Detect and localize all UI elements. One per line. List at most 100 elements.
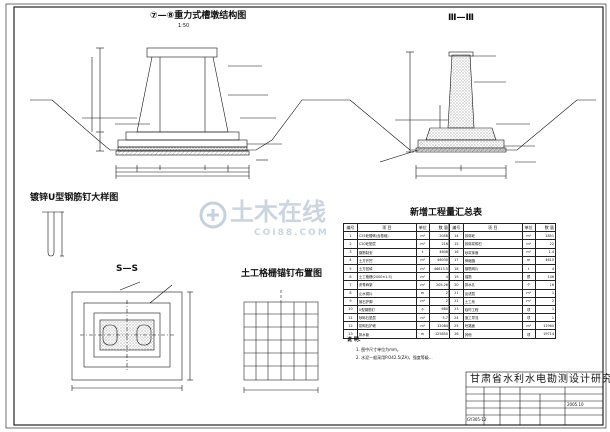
row-item: C25砼槽墩(含基础) [356,231,417,241]
row-unit: 根 [521,272,536,282]
row-qty: 16 [534,280,557,290]
header-qty: 数 量 [534,222,557,233]
note-item: 2. 水泥一般采用P.O42.5(ZA)，强度等级… [356,355,433,360]
row-qty: 680 [428,304,450,315]
row-qty: 4 [534,263,557,274]
row-qty: 2 [428,296,450,306]
header-unit: 单位 [415,222,430,233]
row-qty: 2 [534,296,557,306]
row-qty: 46030 [428,255,450,265]
row-item: 土工格栅(2000×1.5) [356,272,417,282]
row-number: 1 [343,231,358,241]
row-unit: m³ [521,288,536,298]
row-number: 6 [343,272,358,282]
row-qty: 4608 [428,247,450,257]
watermark-text: 土木在线 [230,198,326,226]
row-qty: 5.7 [428,313,450,323]
row-unit: m² [521,296,536,306]
row-qty: 22 [534,239,557,249]
row-qty: 4610 [534,255,557,265]
header-no: 编号 [343,222,358,233]
row-unit: m [415,329,430,339]
row-number: 8 [343,288,358,298]
outer-border [5,3,607,429]
row-qty: 216 [428,239,450,249]
row-unit: 个 [415,304,430,315]
row-number: 5 [343,263,358,274]
row-unit: 个 [521,280,536,290]
row-number: 9 [343,296,358,306]
row-unit: m² [521,247,536,257]
row-item: 浆砌石护坡 [356,321,417,331]
row-qty: 12084 [428,321,450,331]
row-unit: m³ [415,321,430,331]
row-item: 临时工程 [462,304,523,315]
header-no: 编号 [448,222,464,233]
row-qty: 19714 [534,329,557,339]
row-number: 3 [343,247,358,257]
row-qty: 205.26 [428,280,450,290]
section-ss-plan-drawing [71,281,193,391]
row-item: 砂浆抹面 [462,247,523,257]
row-number: 26 [448,329,464,339]
row-item: 土工布 [462,296,523,306]
row-unit: 项 [521,304,536,315]
row-qty: 125850 [428,329,450,339]
row-number: 17 [448,255,464,265]
institute-name: 甘肃省水利水电勘测设计研究院 [470,374,610,385]
row-item: 土方回填 [356,263,417,274]
row-item: 止水铜片 [356,288,417,298]
row-unit: m [415,288,430,298]
drawing-date: 2005.10 [567,402,584,407]
geogrid-nail-layout-drawing [243,290,319,393]
row-qty: 46613.5 [428,263,450,274]
row-number: 23 [448,304,464,315]
gravity-pier-elevation [30,47,330,179]
row-unit: m³ [415,239,430,249]
notes-heading: 说 明: [347,337,361,343]
note-item: 1. 图中尺寸单位为mm。 [356,347,401,352]
row-qty: 1 [534,313,557,323]
row-number: 4 [343,255,358,265]
row-qty: 4 [428,272,450,282]
row-item: 沥青麻絮 [356,280,417,290]
row-unit: m³ [521,231,536,241]
row-item: 施工导流 [462,313,523,323]
row-unit: t [415,247,430,257]
drawing-number: GY305-12 [467,417,487,422]
row-qty: 2 [428,288,450,298]
header-unit: 单位 [521,222,536,233]
row-qty: 1.4 [534,247,557,257]
rebar-detail-title: 镀锌U型钢筋钉大样图 [30,193,119,203]
row-number: 21 [448,288,464,298]
row-item: 锚筋 [462,272,523,282]
row-item: 拆除砼 [462,231,523,241]
row-item: 砂砾石垫层 [356,313,417,323]
row-unit: 项 [521,329,536,339]
row-unit: m³ [415,263,430,274]
row-item: C20砼垫层 [356,239,417,249]
row-number: 2 [343,239,358,249]
row-qty: 1 [534,288,557,298]
row-item: 土方开挖 [356,255,417,265]
row-item: 伸缩缝 [462,255,523,265]
title-block-lines [465,371,604,426]
header-item: 项 目 [356,222,417,233]
section-iii-title: Ⅲ—Ⅲ [448,13,475,23]
row-number: 24 [448,313,464,323]
row-item: 排水孔 [462,280,523,290]
row-item: U型钢筋钉 [356,304,417,315]
row-item: 钢筋制安 [356,247,417,257]
row-unit: m³ [415,255,430,265]
nail-layout-title: 土工格栅锚钉布置图 [241,269,323,279]
row-qty: 2058 [428,231,450,241]
row-unit: m² [415,272,430,282]
